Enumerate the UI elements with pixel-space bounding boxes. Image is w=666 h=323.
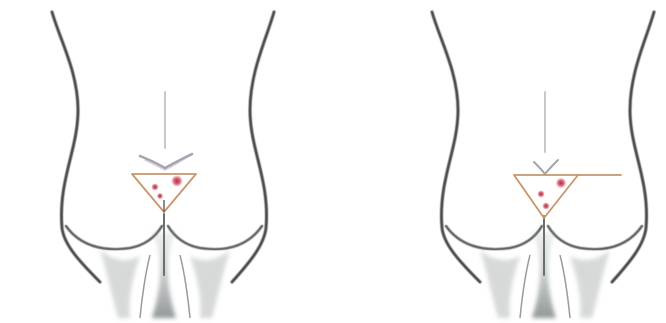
right-lesion-small-2 — [543, 203, 550, 210]
right-lesion-small-1 — [538, 191, 545, 198]
right-lesion-large — [556, 178, 566, 188]
left-leg-inner-left — [140, 255, 150, 318]
right-sacral-wings — [534, 160, 558, 174]
left-left-thigh-shading — [100, 250, 140, 318]
right-right-thigh-shading — [570, 250, 610, 318]
left-right-buttock-curve — [168, 226, 262, 249]
left-panel — [52, 12, 274, 318]
left-torso-left-outline — [52, 12, 100, 282]
right-triangle-marking — [514, 175, 578, 218]
left-left-buttock-curve — [66, 226, 162, 249]
right-leg-inner-right — [560, 255, 570, 318]
left-lesion-small-1 — [152, 184, 159, 191]
right-left-thigh-shading — [480, 250, 520, 318]
right-torso-left-outline — [432, 12, 480, 282]
right-left-buttock-curve — [446, 226, 542, 249]
right-right-buttock-curve — [548, 226, 642, 249]
right-torso-right-outline — [612, 12, 654, 282]
left-leg-inner-right — [180, 255, 190, 318]
left-lesion-large — [172, 176, 183, 187]
left-lesion-small-2 — [157, 193, 163, 199]
left-right-thigh-shading — [190, 250, 230, 318]
left-torso-right-outline — [232, 12, 274, 282]
right-leg-inner-left — [520, 255, 530, 318]
right-panel — [432, 12, 654, 318]
